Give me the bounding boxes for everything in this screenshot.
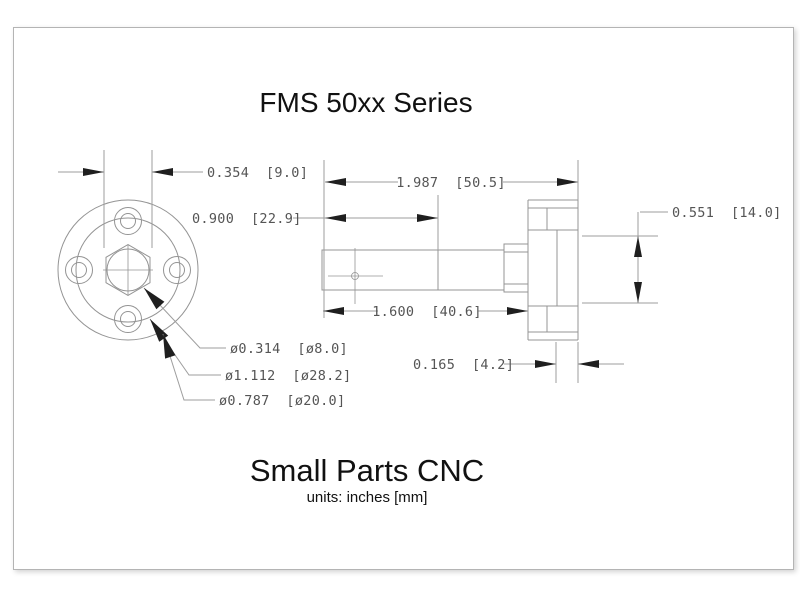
bolt-circle xyxy=(75,217,181,323)
hole-bore xyxy=(120,311,136,327)
dimension-text: ø1.112 [ø28.2] xyxy=(225,368,351,384)
dimension-text: 0.900 [22.9] xyxy=(192,211,302,227)
arrowhead-right xyxy=(83,168,104,176)
dimension-text: 0.165 [4.2] xyxy=(413,357,514,373)
flange-hole-top xyxy=(528,207,578,231)
center-mark-circle xyxy=(351,272,359,280)
company-name: Small Parts CNC xyxy=(250,453,484,488)
hex-boss xyxy=(105,244,151,296)
leader-line xyxy=(162,333,215,401)
arrowhead-right xyxy=(417,214,438,222)
leader-bolt-circle-diameter: ø0.787 [ø20.0] xyxy=(162,333,345,409)
flange-outer-circle xyxy=(57,199,199,341)
mounting-hole-bottom xyxy=(114,305,142,333)
leader-line xyxy=(143,287,226,349)
arrowhead-right xyxy=(507,307,528,315)
dimension-text: 0.551 [14.0] xyxy=(672,205,782,221)
dim-plate-thickness: 0.165 [4.2] xyxy=(413,342,624,383)
mounting-hole-right xyxy=(163,256,191,284)
arrowhead-left xyxy=(325,214,346,222)
hole-counterbore xyxy=(114,207,142,235)
flange-hole-bottom xyxy=(528,305,578,333)
dimension-text: 1.600 [40.6] xyxy=(372,304,482,320)
dim-mount-hole-spacing: 0.551 [14.0] xyxy=(582,205,782,304)
hole-bore xyxy=(120,213,136,229)
arrowhead-left xyxy=(325,178,346,186)
dimension-text: ø0.787 [ø20.0] xyxy=(219,393,345,409)
arrowhead-right xyxy=(557,178,578,186)
units-note: units: inches [mm] xyxy=(307,489,428,506)
mounting-hole-top xyxy=(114,207,142,235)
dimension-text: 0.354 [9.0] xyxy=(207,165,308,181)
dim-overall-length: 1.987 [50.5] xyxy=(323,160,579,318)
arrowhead-left xyxy=(152,168,173,176)
hole-counterbore xyxy=(65,256,93,284)
hex-outline xyxy=(503,243,529,293)
dimension-text: ø0.314 [ø8.0] xyxy=(230,341,348,357)
body-outline xyxy=(321,249,505,291)
arrowhead-upleft xyxy=(144,288,165,310)
flange-outline xyxy=(527,199,579,341)
arrowhead-up xyxy=(634,236,642,257)
hex-boss-side xyxy=(503,243,529,293)
flange-side xyxy=(527,199,579,341)
side-view xyxy=(321,199,579,341)
arrowhead-down xyxy=(634,282,642,303)
leader-shaft-diameter: ø0.314 [ø8.0] xyxy=(143,287,348,357)
hole-counterbore xyxy=(114,305,142,333)
arrowhead-upleft xyxy=(163,334,176,359)
dim-body-length: 1.600 [40.6] xyxy=(323,304,528,320)
drawing-sheet-border xyxy=(13,27,794,570)
arrowhead-left xyxy=(578,360,599,368)
front-view xyxy=(57,199,199,341)
dimension-annotations: 0.354 [9.0] 0.900 [22.9] 1.987 [50.5] xyxy=(58,150,782,409)
dim-rear-section-length: 0.900 [22.9] xyxy=(192,195,439,250)
mounting-hole-left xyxy=(65,256,93,284)
leader-line xyxy=(149,318,221,376)
dimension-text: 1.987 [50.5] xyxy=(396,175,506,191)
hole-bore xyxy=(71,262,87,278)
arrowhead-right xyxy=(535,360,556,368)
body-center-mark xyxy=(328,248,383,304)
center-mark xyxy=(103,245,153,295)
hole-bore xyxy=(169,262,185,278)
arrowhead-left xyxy=(323,307,344,315)
drawing-title: FMS 50xx Series xyxy=(259,87,472,118)
dim-hex-across-flats: 0.354 [9.0] xyxy=(58,150,308,248)
hole-counterbore xyxy=(163,256,191,284)
